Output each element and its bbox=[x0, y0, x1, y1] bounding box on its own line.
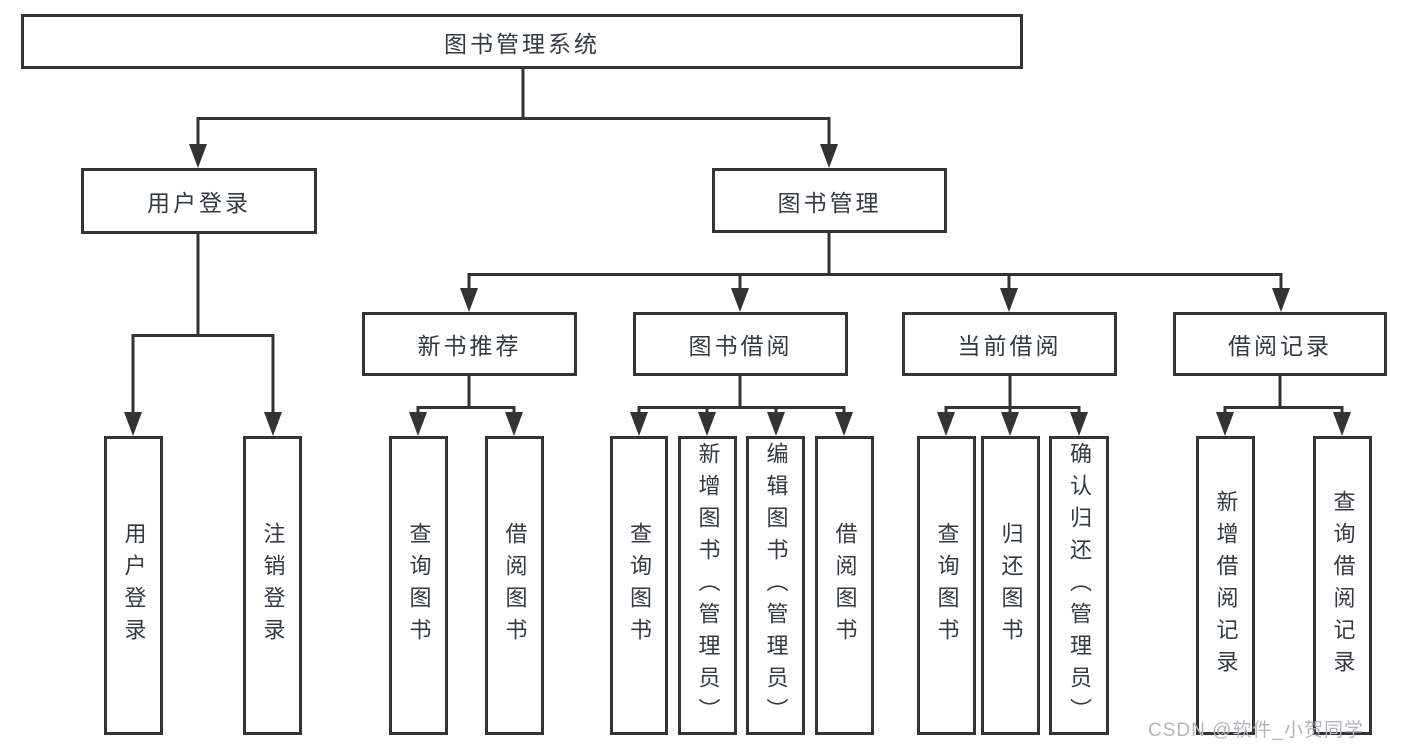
node-book-borrow: 图书借阅 bbox=[633, 312, 848, 376]
leaf-label: 查询图书 bbox=[934, 521, 960, 650]
arrow-down-icon bbox=[937, 412, 955, 436]
leaf-confirm-return-admin: 确认归还（管理员） bbox=[1049, 436, 1109, 735]
watermark-csdn: CSDN @软件_小贺同学 bbox=[1148, 720, 1364, 741]
node-label: 新书推荐 bbox=[417, 333, 522, 359]
connector-book-borrow-split bbox=[637, 406, 846, 413]
node-label: 当前借阅 bbox=[957, 333, 1062, 359]
node-new-book-recommend: 新书推荐 bbox=[362, 312, 577, 376]
node-borrow-records: 借阅记录 bbox=[1173, 312, 1387, 376]
node-label: 图书管理 bbox=[777, 189, 882, 216]
leaf-label: 确认归还（管理员） bbox=[1067, 441, 1092, 730]
leaf-label: 查询借阅记录 bbox=[1330, 489, 1356, 682]
leaf-borrow-books-recommend: 借阅图书 bbox=[485, 436, 544, 735]
arrow-down-icon bbox=[1333, 412, 1351, 436]
connector-level3-bus bbox=[467, 273, 1283, 290]
leaf-return-books: 归还图书 bbox=[981, 436, 1040, 735]
leaf-add-book-admin: 新增图书（管理员） bbox=[678, 436, 737, 735]
leaf-label: 查询图书 bbox=[627, 521, 652, 650]
node-label: 用户登录 bbox=[147, 190, 251, 216]
arrow-down-icon bbox=[1001, 412, 1019, 436]
leaf-label: 新增借阅记录 bbox=[1213, 489, 1239, 682]
node-label: 图书借阅 bbox=[688, 333, 793, 359]
arrow-down-icon bbox=[835, 412, 853, 436]
leaf-logout: 注销登录 bbox=[243, 436, 302, 735]
node-label: 借阅记录 bbox=[1228, 333, 1332, 359]
node-library-management-system: 图书管理系统 bbox=[21, 14, 1023, 69]
leaf-edit-book-admin: 编辑图书（管理员） bbox=[746, 436, 805, 735]
arrow-down-icon bbox=[698, 412, 716, 436]
node-current-borrow: 当前借阅 bbox=[902, 312, 1117, 376]
arrow-down-icon bbox=[731, 288, 749, 312]
arrow-down-icon bbox=[505, 412, 523, 436]
arrow-down-icon bbox=[1070, 412, 1088, 436]
leaf-query-borrow-record: 查询借阅记录 bbox=[1313, 436, 1372, 735]
arrow-down-icon bbox=[820, 144, 838, 168]
leaf-borrow-books: 借阅图书 bbox=[815, 436, 874, 735]
connector-level2-bus bbox=[196, 117, 831, 147]
arrow-down-icon bbox=[264, 412, 282, 436]
arrow-down-icon bbox=[767, 412, 785, 436]
leaf-label: 编辑图书（管理员） bbox=[763, 441, 789, 730]
arrow-down-icon bbox=[1000, 288, 1018, 312]
leaf-label: 用户登录 bbox=[121, 521, 147, 650]
leaf-query-books-current: 查询图书 bbox=[917, 436, 976, 735]
leaf-label: 新增图书（管理员） bbox=[695, 441, 721, 730]
connector-new-rec-split bbox=[416, 406, 516, 413]
arrow-down-icon bbox=[409, 412, 427, 436]
leaf-add-borrow-record: 新增借阅记录 bbox=[1196, 436, 1255, 735]
leaf-label: 注销登录 bbox=[260, 521, 286, 650]
node-user-login: 用户登录 bbox=[81, 168, 317, 234]
leaf-user-login: 用户登录 bbox=[104, 436, 163, 735]
node-label: 图书管理系统 bbox=[444, 30, 600, 57]
leaf-query-books-borrow: 查询图书 bbox=[610, 436, 668, 735]
arrow-down-icon bbox=[124, 412, 142, 436]
leaf-label: 借阅图书 bbox=[502, 521, 528, 650]
connector-user-login-split bbox=[131, 334, 275, 413]
arrow-down-icon bbox=[630, 412, 648, 436]
leaf-label: 借阅图书 bbox=[832, 521, 858, 650]
arrow-down-icon bbox=[1216, 412, 1234, 436]
arrow-down-icon bbox=[1272, 288, 1290, 312]
leaf-label: 归还图书 bbox=[998, 521, 1024, 650]
node-book-management: 图书管理 bbox=[712, 168, 947, 233]
arrow-down-icon bbox=[460, 288, 478, 312]
connector-current-borrow-split bbox=[944, 406, 1081, 413]
arrow-down-icon bbox=[189, 144, 207, 168]
leaf-label: 查询图书 bbox=[406, 521, 432, 650]
leaf-query-books-recommend: 查询图书 bbox=[389, 436, 448, 735]
connector-borrow-records-split bbox=[1223, 406, 1344, 413]
